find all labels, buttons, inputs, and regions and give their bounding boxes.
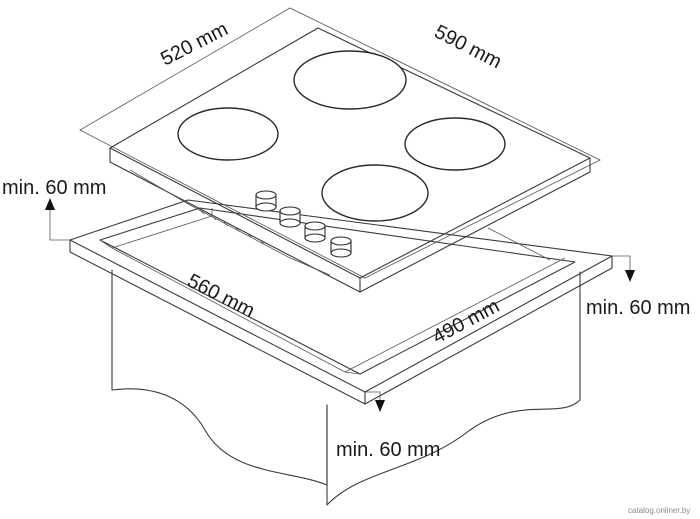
cutout-inner-depth xyxy=(99,215,566,375)
cutout-opening xyxy=(99,207,576,375)
hob xyxy=(79,7,601,293)
hob-width-label: 590 mm xyxy=(431,21,505,73)
clearance-front-line xyxy=(365,391,381,402)
hob-depth-label: 520 mm xyxy=(157,18,231,70)
control-knobs xyxy=(255,190,352,258)
cabinet-left-side xyxy=(111,269,328,486)
knob-3 xyxy=(304,221,326,243)
burner-back xyxy=(293,50,407,110)
hob-underside-ticks xyxy=(199,209,265,245)
clearance-left-label: min. 60 mm xyxy=(2,177,106,199)
watermark: catalog.onliner.by xyxy=(628,506,690,515)
clearance-front: min. 60 mm xyxy=(336,391,440,461)
cabinet-right-side xyxy=(326,271,581,506)
burner-right xyxy=(404,117,506,171)
clearance-right-label: min. 60 mm xyxy=(586,297,690,319)
countertop-edge-right xyxy=(364,255,613,405)
clearance-right-line xyxy=(612,255,631,272)
clearance-left: min. 60 mm xyxy=(2,177,106,241)
hob-extension-box xyxy=(79,7,601,279)
clearance-left-line xyxy=(49,208,70,241)
clearance-front-arrow xyxy=(375,400,385,412)
clearance-right: min. 60 mm xyxy=(586,255,690,319)
knob-4 xyxy=(330,236,352,258)
hob-frame-left xyxy=(109,147,361,293)
cutout-width-label: 560 mm xyxy=(184,270,258,322)
hob-frame-right xyxy=(359,157,591,293)
clearance-left-arrow xyxy=(45,198,55,210)
countertop-edge-left xyxy=(69,239,366,405)
burner-front xyxy=(321,164,429,222)
knob-1 xyxy=(255,190,277,212)
knob-2 xyxy=(279,206,301,228)
clearance-front-label: min. 60 mm xyxy=(336,439,440,461)
burner-left xyxy=(177,107,279,161)
clearance-right-arrow xyxy=(625,270,635,282)
